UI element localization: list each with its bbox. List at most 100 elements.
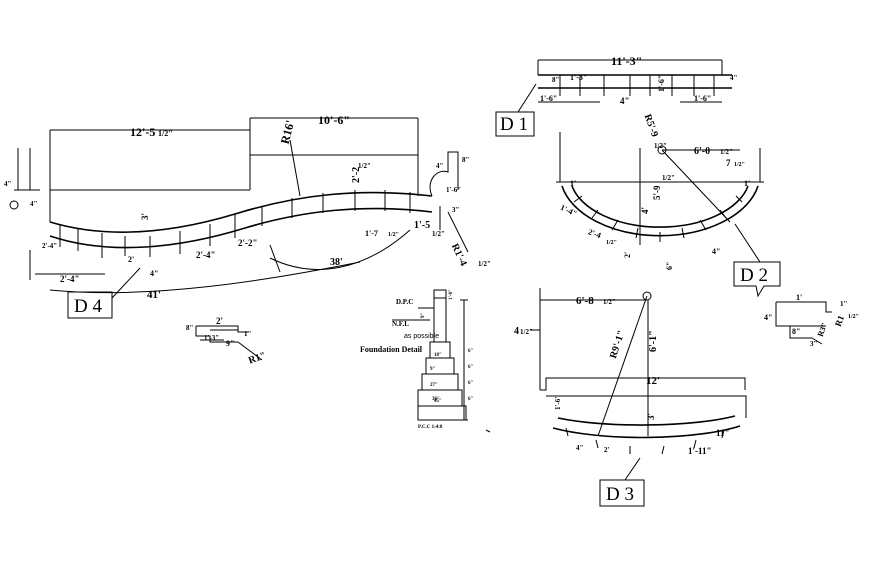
d2-radius: R5'-9 bbox=[642, 113, 660, 139]
d1-dim-d: 4" bbox=[620, 96, 630, 106]
d2-radius-frac: 1/2" bbox=[654, 142, 667, 150]
foundation-step-4: 36" bbox=[432, 397, 440, 402]
small-detail-left: 1'-3" bbox=[204, 334, 219, 342]
d4-right-small4: 1'-6" bbox=[446, 186, 461, 194]
d3-side: 4 bbox=[514, 326, 519, 337]
d4-seg4: 1'-7 bbox=[365, 229, 378, 238]
d1-overall-dim: 11'-3" bbox=[611, 54, 642, 68]
d3-width: 6'-8 bbox=[576, 295, 594, 307]
d4-top-right-dim: 10'-6" bbox=[318, 113, 350, 127]
small-detail-h: 1" bbox=[244, 330, 252, 338]
d4-gap: 4" bbox=[150, 269, 158, 278]
d1-tag-box bbox=[495, 111, 535, 137]
d4-side1: 4" bbox=[4, 180, 12, 188]
right-detail-r2: R3" bbox=[816, 321, 829, 337]
d4-h-right-frac: 1/2" bbox=[358, 162, 371, 170]
d4-right-width-frac: 1/2" bbox=[432, 230, 445, 238]
d2-b: 2'-4 bbox=[587, 227, 602, 240]
foundation-title: Foundation Detail bbox=[360, 345, 423, 354]
foundation-dim-4: 6" bbox=[468, 365, 474, 370]
right-detail-left: 4" bbox=[764, 313, 772, 322]
right-detail-mid: 8" bbox=[792, 327, 800, 336]
right-detail-r1-frac: 1/2" bbox=[848, 314, 859, 320]
d4-right-radius: R1'-4 bbox=[449, 242, 469, 268]
d4-two: 2' bbox=[128, 255, 134, 264]
d3-depth: 6'-1" bbox=[648, 330, 659, 352]
d2-seven: 7 bbox=[726, 158, 731, 168]
d4-seg1: 2'-4" bbox=[196, 250, 216, 260]
d3-e: 2' bbox=[604, 446, 610, 454]
d1-dim-b: 1'-6" bbox=[694, 94, 711, 103]
foundation-dim-3: 6" bbox=[468, 349, 474, 354]
small-step-detail bbox=[195, 325, 263, 361]
d4-bottom2: 41' bbox=[147, 289, 161, 301]
small-detail-top: 2' bbox=[216, 316, 223, 326]
d4-tag-label: D 4 bbox=[74, 296, 102, 317]
d3-b: 11" bbox=[716, 428, 730, 438]
d1-dim-g: 4" bbox=[730, 74, 738, 82]
foundation-dim-1: 1'-6" bbox=[449, 289, 454, 300]
d2-a: 1'-4" bbox=[559, 203, 579, 218]
foundation-dim-6: 6" bbox=[468, 397, 474, 402]
right-detail-top: 1' bbox=[796, 293, 802, 302]
d3-c: 4" bbox=[576, 444, 584, 452]
d4-bottom1: 2'-4" bbox=[42, 242, 57, 250]
right-detail-e: 3" bbox=[810, 340, 818, 348]
d2-tag-box bbox=[733, 261, 781, 298]
d4-top-left-frac: 1/2" bbox=[158, 129, 173, 138]
foundation-step-3: 27" bbox=[430, 383, 438, 388]
foundation-detail bbox=[392, 289, 491, 433]
d3-a: 1'-11" bbox=[688, 446, 712, 456]
d2-d: 6" bbox=[665, 262, 674, 270]
d4-right-small3: 3" bbox=[452, 206, 460, 214]
d2-width: 6'-0 bbox=[694, 146, 710, 157]
d3-radius: R9'-1" bbox=[608, 329, 627, 360]
d4-h-right: 2'-2 bbox=[351, 167, 362, 183]
d2-b-frac: 1/2" bbox=[606, 240, 617, 246]
d1-dim-a: 1'-6" bbox=[540, 94, 557, 103]
small-step-detail-right bbox=[775, 301, 832, 345]
foundation-step-1: 18" bbox=[434, 353, 442, 358]
small-detail-mid: 9" bbox=[226, 339, 234, 348]
d4-seg2: 2'-4" bbox=[60, 274, 80, 284]
d2-four: 4' bbox=[640, 207, 650, 214]
d3-width-frac: 1/2" bbox=[603, 298, 616, 306]
foundation-step-2: 9" bbox=[430, 367, 436, 372]
small-detail-r: R1" bbox=[247, 350, 267, 366]
d1-dim-c: 1'-3" bbox=[570, 73, 587, 82]
right-detail-r1: R1 bbox=[833, 314, 846, 328]
d2-depth-frac: 1/2" bbox=[662, 174, 675, 182]
d4-right-radius-frac: 1/2" bbox=[478, 260, 491, 268]
d1-dim-f: 1'-6" bbox=[657, 75, 666, 92]
plan-d3 bbox=[530, 288, 747, 481]
d2-width-frac: 1/2" bbox=[720, 148, 733, 156]
foundation-step-5: 45" bbox=[434, 399, 442, 404]
d2-f: 1' bbox=[570, 179, 576, 188]
plan-d2 bbox=[556, 132, 764, 263]
d2-seven-frac: 1/2" bbox=[734, 162, 745, 168]
d2-depth: 5'-9 bbox=[652, 185, 662, 200]
d1-dim-e: 8" bbox=[552, 76, 560, 84]
right-detail-h: 1" bbox=[840, 300, 848, 308]
d3-three: 3' bbox=[646, 413, 656, 420]
d4-bottom3: 38' bbox=[330, 257, 343, 268]
d4-depth-3ft: 3' bbox=[140, 213, 150, 220]
d4-seg3: 2'-2" bbox=[238, 238, 258, 248]
d4-tag-box bbox=[67, 291, 113, 319]
d3-span: 12' bbox=[646, 375, 660, 387]
d4-side2: 4" bbox=[30, 200, 38, 208]
d2-e: 4" bbox=[712, 247, 720, 256]
plan-d1 bbox=[517, 59, 732, 113]
foundation-pcc: P.C.C 1:4:8 bbox=[418, 425, 443, 430]
d4-radius-label: R16' bbox=[278, 119, 298, 146]
d4-right-small1: 4" bbox=[436, 162, 444, 170]
d2-tag-label: D 2 bbox=[740, 265, 768, 286]
d1-tag-label: D 1 bbox=[500, 114, 528, 135]
d2-c: 2' bbox=[623, 252, 632, 258]
foundation-dpc: D.P.C bbox=[396, 298, 413, 306]
foundation-dim-2: 9" bbox=[421, 313, 426, 319]
d2-g: 1' bbox=[744, 179, 750, 188]
d3-tag-label: D 3 bbox=[606, 484, 634, 505]
d4-right-small2: 8" bbox=[462, 156, 470, 164]
